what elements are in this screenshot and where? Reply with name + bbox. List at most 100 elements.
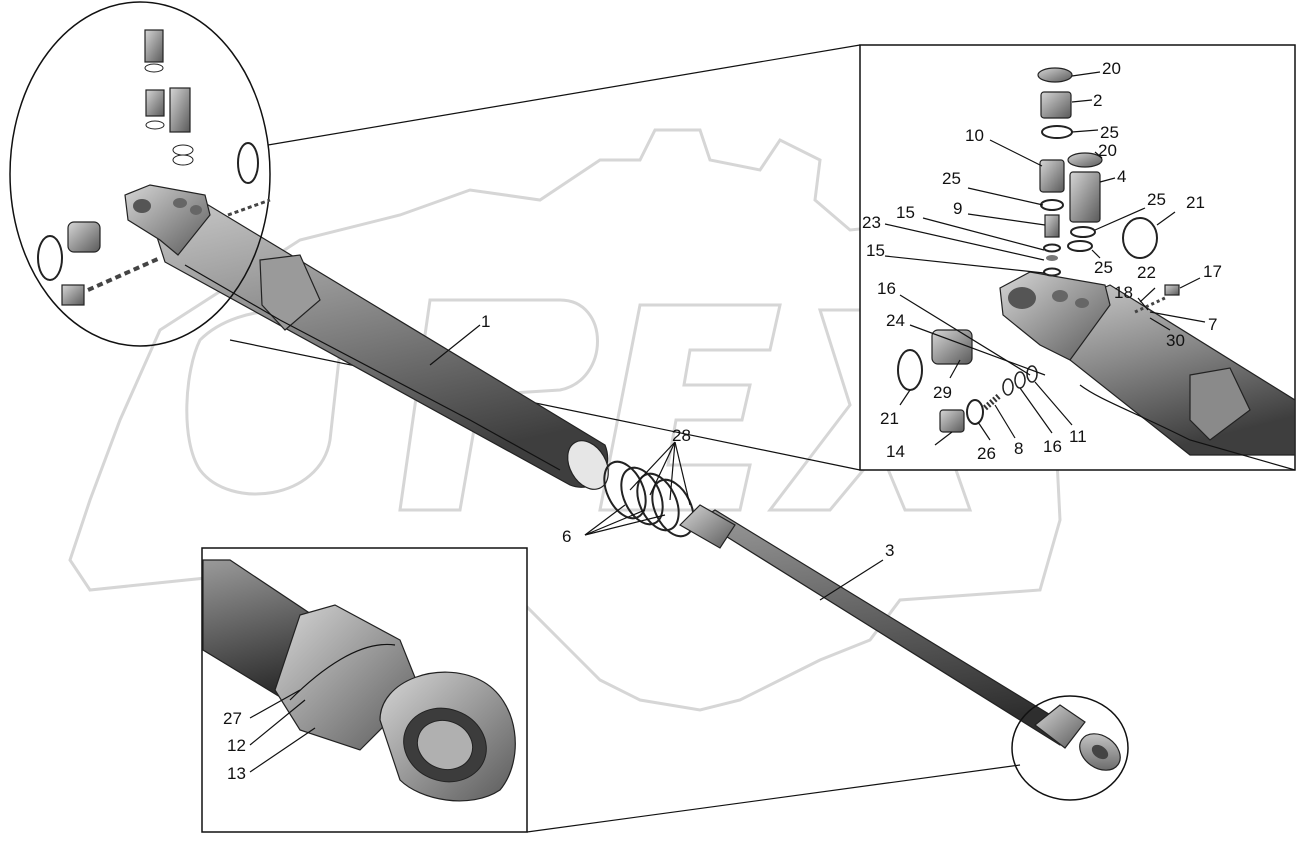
inset-port-1 — [1052, 290, 1068, 302]
inset-rod-detail — [201, 547, 528, 833]
small-nut — [67, 221, 101, 253]
part-25-oring-c — [1070, 226, 1096, 238]
part-21-snap-ring-a — [1122, 217, 1158, 259]
part-20-cap-top — [1037, 67, 1073, 83]
callout-13: 13 — [227, 764, 246, 783]
callout-20-b: 20 — [1098, 141, 1117, 160]
callout-12: 12 — [227, 736, 246, 755]
callout-15-b: 15 — [866, 241, 885, 260]
part-2-plug — [1040, 91, 1072, 119]
piston-rod — [679, 504, 1129, 801]
connector-bottom-left — [229, 339, 861, 471]
callout-25-d: 25 — [1094, 258, 1113, 277]
part-10-plug — [1039, 159, 1065, 193]
callout-30: 30 — [1166, 331, 1185, 350]
part-14-plug — [939, 409, 965, 433]
small-snap-ring-right — [237, 142, 259, 184]
rod-end-detail-ellipse — [1011, 695, 1129, 801]
part-23-ball — [1046, 255, 1058, 261]
callout-24: 24 — [886, 311, 905, 330]
leader-28-b — [649, 441, 676, 496]
part-17-screw — [1164, 284, 1180, 296]
inset-rod-eye-bushing — [416, 719, 474, 771]
part-26-ring — [966, 399, 984, 425]
part-9-spool — [1044, 214, 1060, 238]
callout-25-c: 25 — [1147, 190, 1166, 209]
small-oring-mid — [145, 120, 165, 130]
callout-27: 27 — [223, 709, 242, 728]
inset-collar — [1189, 367, 1251, 441]
cylinder-collar — [259, 254, 321, 331]
inset-leader-lines — [884, 71, 1206, 446]
inset-eye-hole — [1008, 287, 1036, 309]
small-oring-right — [172, 144, 194, 156]
head-port-2 — [190, 205, 202, 215]
spring-ring-1 — [603, 460, 647, 520]
leader-6-c — [584, 514, 666, 536]
spring-ring-2 — [620, 466, 664, 526]
detail-ellipse-outline — [9, 1, 271, 347]
cylinder-bore — [567, 440, 609, 490]
small-snap-ring-left — [37, 235, 63, 281]
leader-28-d — [674, 441, 691, 506]
part-20-cap-second — [1067, 152, 1103, 168]
head-port-1 — [173, 198, 187, 208]
leader-1 — [429, 324, 481, 366]
watermark-gear — [68, 128, 1062, 712]
callout-7: 7 — [1208, 315, 1217, 334]
connector-top — [267, 44, 861, 146]
callout-2: 2 — [1093, 91, 1102, 110]
head-eye-hole — [133, 199, 151, 213]
cylinder-pipe — [184, 264, 561, 471]
callout-28: 28 — [672, 426, 691, 445]
callout-11: 11 — [1069, 427, 1087, 446]
callout-29: 29 — [933, 383, 952, 402]
rod-end-gland — [1034, 704, 1086, 749]
spring-ring-3 — [636, 472, 680, 532]
callout-23: 23 — [862, 213, 881, 232]
inset-head-detail — [859, 44, 1296, 471]
small-valve-top — [144, 29, 164, 63]
callout-15-a: 15 — [896, 203, 915, 222]
part-15-ring-a — [1043, 243, 1061, 253]
part-16-ring-a — [1002, 378, 1014, 396]
small-oring-top — [144, 63, 164, 73]
leader-27 — [249, 689, 301, 719]
callout-22: 22 — [1137, 263, 1156, 282]
inset-pipe — [1079, 384, 1296, 471]
leader-6-a — [584, 504, 626, 536]
leader-6-b — [584, 509, 646, 536]
callout-17: 17 — [1203, 262, 1222, 281]
callout-3: 3 — [885, 541, 894, 560]
leader-28-a — [629, 441, 676, 491]
callout-6: 6 — [562, 527, 571, 546]
cylinder-tube — [124, 184, 609, 490]
callout-21-a: 21 — [1186, 193, 1205, 212]
detail-ellipse-head-valves — [9, 1, 271, 347]
callout-labels: 1 3 6 28 20 2 25 10 20 25 4 9 15 23 25 2… — [223, 59, 1222, 783]
callout-10: 10 — [965, 126, 984, 145]
leader-12 — [249, 699, 306, 746]
rod-piston-head — [679, 504, 736, 549]
callout-21-b: 21 — [880, 409, 899, 428]
callout-18: 18 — [1114, 283, 1133, 302]
connector-rod-end — [526, 764, 1021, 833]
part-15-ring-b — [1043, 267, 1061, 277]
watermark-letter-e — [598, 303, 782, 512]
callout-1: 1 — [481, 312, 490, 331]
callout-14: 14 — [886, 442, 905, 461]
small-valve-right — [169, 87, 191, 133]
part-25-oring-d — [1067, 240, 1093, 252]
part-11-ring — [1026, 365, 1038, 383]
small-screw-stack — [227, 198, 271, 217]
inset-seal-line — [289, 643, 396, 701]
callout-16-a: 16 — [877, 279, 896, 298]
callout-4: 4 — [1117, 167, 1126, 186]
callout-8: 8 — [1014, 439, 1023, 458]
springs-28 — [603, 460, 695, 538]
small-oring-right-2 — [172, 154, 194, 166]
callout-25-b: 25 — [942, 169, 961, 188]
watermark-letter-p — [398, 298, 599, 512]
